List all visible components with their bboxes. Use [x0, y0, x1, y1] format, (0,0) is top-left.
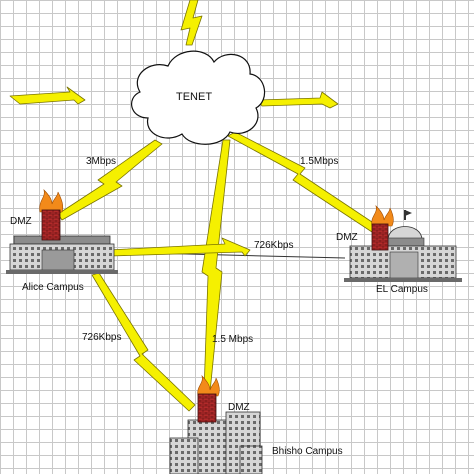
alice-firewall — [39, 189, 64, 241]
bolt-alice-tenet — [57, 139, 163, 221]
dmz-label-bhisho: DMZ — [228, 402, 250, 413]
link-label-bhisho-tenet: 1.5 Mbps — [212, 334, 254, 345]
alice-campus-building — [6, 235, 118, 274]
el-campus-label: EL Campus — [376, 284, 428, 295]
dmz-label-el: DMZ — [336, 232, 358, 243]
bolt-el-tenet — [227, 131, 379, 233]
bolt-left — [9, 86, 86, 105]
bhisho-campus-building — [169, 411, 263, 474]
bhisho-firewall — [197, 375, 220, 423]
bhisho-campus-label: Bhisho Campus — [272, 446, 343, 457]
bolt-alice-bhisho — [91, 272, 196, 412]
bolt-alice-el — [107, 237, 251, 257]
link-label-alice-tenet: 3Mbps — [86, 156, 117, 167]
el-firewall — [371, 205, 394, 251]
link-label-el-tenet: 1.5Mbps — [300, 156, 339, 167]
el-campus-building — [344, 210, 462, 282]
link-label-alice-bhisho: 726Kbps — [82, 332, 122, 343]
bolt-center — [201, 139, 231, 393]
lightning-bolts — [9, 0, 379, 412]
link-label-alice-el: 726Kbps — [254, 240, 294, 251]
bolt-right — [257, 91, 339, 109]
dmz-label-alice: DMZ — [10, 216, 32, 227]
tenet-label: TENET — [176, 91, 213, 103]
bolt-top — [180, 0, 203, 46]
alice-campus-label: Alice Campus — [22, 282, 84, 293]
tenet-cloud — [131, 50, 266, 145]
